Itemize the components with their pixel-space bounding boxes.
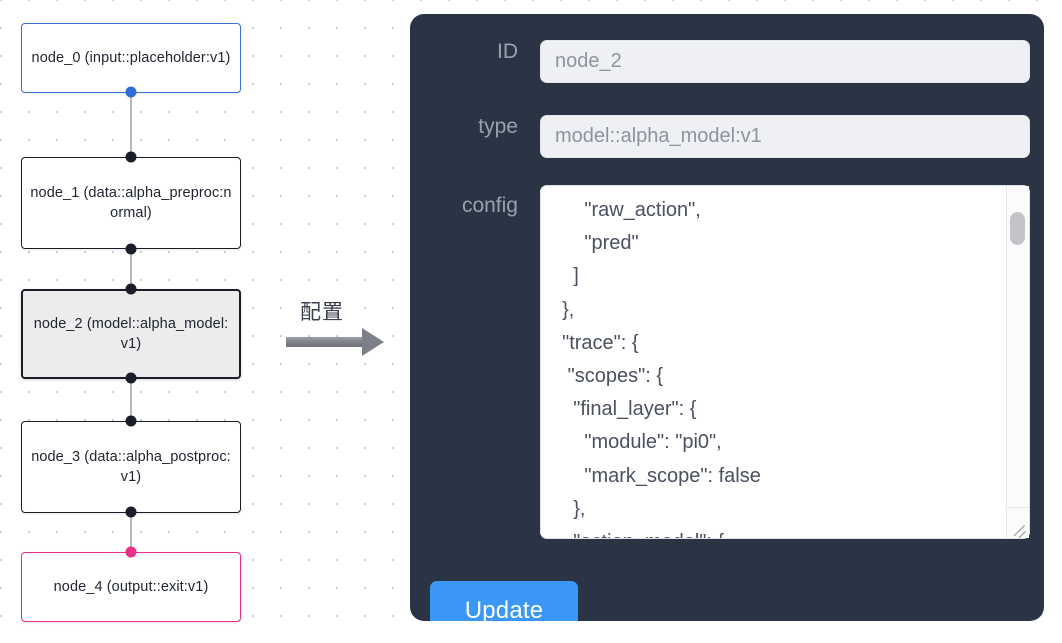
flow-annotation-label: 配置 bbox=[300, 301, 344, 324]
update-button[interactable]: Update bbox=[430, 581, 578, 621]
graph-node-label: node_0 (input::placeholder:v1) bbox=[31, 50, 231, 66]
config-field-label: config bbox=[461, 194, 518, 217]
edge-node3-node4 bbox=[130, 512, 132, 552]
node-handle-source-node_0[interactable] bbox=[125, 86, 137, 98]
node-handle-source-node_2[interactable] bbox=[125, 372, 137, 384]
graph-node-node_0[interactable]: node_0 (input::placeholder:v1) bbox=[21, 23, 241, 93]
graph-node-label: node_4 (output::exit:v1) bbox=[53, 579, 209, 595]
graph-node-node_3[interactable]: node_3 (data::alpha_postproc:v1) bbox=[21, 421, 241, 513]
node-handle-target-node_2[interactable] bbox=[125, 283, 137, 295]
id-input[interactable] bbox=[540, 40, 1030, 83]
config-scrollbar-thumb[interactable] bbox=[1010, 212, 1025, 245]
graph-node-node_4[interactable]: node_4 (output::exit:v1) bbox=[21, 552, 241, 622]
field-row-type: type bbox=[410, 115, 1030, 158]
field-row-id: ID bbox=[410, 40, 1030, 83]
graph-node-node_1[interactable]: node_1 (data::alpha_preproc:normal) bbox=[21, 157, 241, 249]
node-config-panel: ID type config "raw_action", "pred" ] },… bbox=[410, 14, 1044, 621]
type-field-label: type bbox=[478, 115, 518, 138]
right-arrow-icon bbox=[286, 337, 364, 347]
node-handle-target-node_1[interactable] bbox=[125, 151, 137, 163]
config-scrollbar-track[interactable] bbox=[1006, 186, 1029, 508]
right-arrow-head-icon bbox=[362, 328, 384, 356]
config-textarea[interactable]: "raw_action", "pred" ] }, "trace": { "sc… bbox=[540, 185, 1030, 539]
resize-grip-icon[interactable] bbox=[1006, 507, 1029, 538]
id-field-label: ID bbox=[497, 40, 518, 63]
node-handle-source-node_3[interactable] bbox=[125, 506, 137, 518]
node-handle-target-node_3[interactable] bbox=[125, 415, 137, 427]
edge-node0-node1 bbox=[130, 92, 132, 157]
edge-node2-node3 bbox=[130, 378, 132, 420]
type-input[interactable] bbox=[540, 115, 1030, 158]
graph-canvas[interactable]: node_0 (input::placeholder:v1) node_1 (d… bbox=[0, 0, 392, 643]
graph-node-label: node_3 (data::alpha_postproc:v1) bbox=[31, 449, 231, 485]
graph-node-label: node_2 (model::alpha_model:v1) bbox=[33, 316, 229, 352]
flow-annotation: 配置 bbox=[286, 296, 394, 362]
graph-node-label: node_1 (data::alpha_preproc:normal) bbox=[30, 185, 232, 221]
edge-node1-node2 bbox=[130, 248, 132, 288]
node-handle-source-node_1[interactable] bbox=[125, 243, 137, 255]
graph-node-node_2[interactable]: node_2 (model::alpha_model:v1) bbox=[21, 289, 241, 379]
node-handle-target-node_4[interactable] bbox=[125, 546, 137, 558]
config-editor-container: "raw_action", "pred" ] }, "trace": { "sc… bbox=[540, 185, 1030, 539]
